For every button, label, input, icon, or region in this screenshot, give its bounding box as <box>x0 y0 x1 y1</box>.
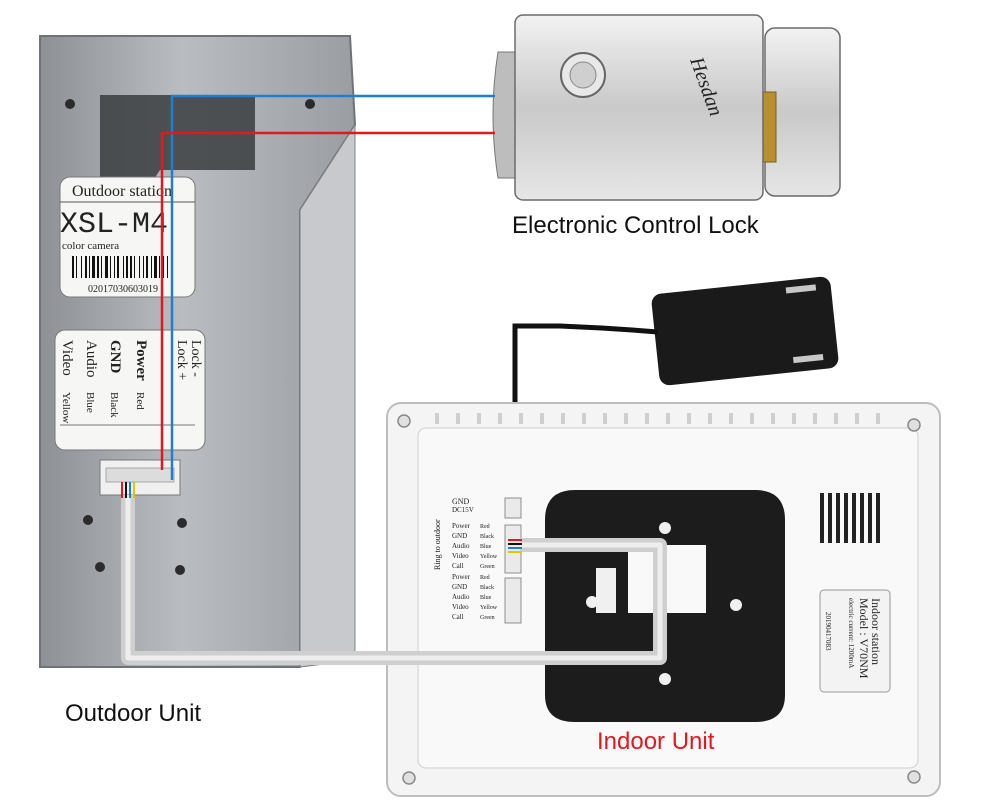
wiring <box>121 94 667 665</box>
indoor-terminal-color: Black <box>480 585 494 591</box>
terminal-audio: Audio <box>83 340 99 378</box>
screw-hole-icon <box>305 99 315 109</box>
lock-wire-blue <box>170 94 495 480</box>
indoor-terminal-color: Green <box>480 564 495 570</box>
terminal-power: Power <box>133 340 149 381</box>
terminal-color-black: Black <box>108 392 120 418</box>
bracket-hole-icon <box>659 522 671 534</box>
screw-hole-icon <box>83 515 93 525</box>
electronic-lock: Hesdan <box>492 14 841 201</box>
adapter-cord <box>512 323 659 498</box>
indoor-ring-connector-2 <box>504 577 522 624</box>
caption-outdoor-unit: Outdoor Unit <box>65 700 202 727</box>
bracket-hole-icon <box>730 599 742 611</box>
screw-hole-icon <box>65 99 75 109</box>
indoor-terminal-name: Video <box>452 603 469 611</box>
caption-indoor-unit: Indoor Unit <box>597 728 715 755</box>
outdoor-label-subtitle: color camera <box>62 240 119 252</box>
indoor-terminal-name: GND <box>452 583 467 591</box>
outdoor-unit: Outdoor station XSL-M4 color camera 0201… <box>39 35 357 668</box>
power-adapter <box>512 276 839 498</box>
mount-slot <box>100 95 255 185</box>
indoor-label-title: Indoor station <box>869 598 883 665</box>
bracket-hole-icon <box>659 673 671 685</box>
outdoor-terminal-label <box>54 329 206 451</box>
terminal-color-yellow: Yellow <box>60 392 72 423</box>
indoor-label-serial: 20190417083 <box>824 612 832 651</box>
indoor-terminal-color: Red <box>480 524 490 530</box>
outdoor-leads <box>121 482 135 498</box>
indoor-label-sticker <box>819 589 891 693</box>
indoor-label-current: electric current: 1200mA <box>847 598 855 668</box>
indoor-terminal-color: Blue <box>480 544 492 550</box>
indoor-terminal-name: Power <box>452 573 471 581</box>
indoor-label-model: Model : V70NM <box>857 598 871 679</box>
indoor-ring-label: Ring to outdoor <box>433 519 442 570</box>
indoor-terminal-name: Power <box>452 522 471 530</box>
indoor-gnd: GND <box>452 497 470 506</box>
barcode <box>72 256 168 278</box>
side-vent <box>820 493 880 543</box>
screw-icon <box>907 770 921 784</box>
terminal-gnd: GND <box>107 340 123 374</box>
indoor-terminal-name: Call <box>452 562 464 570</box>
terminal-video: Video <box>59 340 75 376</box>
indoor-terminal-color: Red <box>480 575 490 581</box>
indoor-terminal-name: GND <box>452 532 467 540</box>
indoor-terminal-color: Yellow <box>480 554 498 560</box>
screw-hole-icon <box>175 565 185 575</box>
indoor-terminal-color: Green <box>480 615 495 621</box>
indoor-terminal-color: Black <box>480 534 494 540</box>
screw-hole-icon <box>95 562 105 572</box>
adapter-plug-pin <box>792 353 824 364</box>
indoor-terminal-color: Blue <box>480 595 492 601</box>
indoor-terminal-name: Call <box>452 613 464 621</box>
terminal-lock-minus: Lock - <box>188 340 203 377</box>
outdoor-terminal-names: Lock + Lock - Power GND Audio Video Red … <box>59 340 203 423</box>
adapter-plug-pin <box>785 284 817 294</box>
screw-icon <box>397 414 411 428</box>
adapter-body <box>651 276 839 386</box>
outdoor-label-serial: 02017030603019 <box>88 284 158 295</box>
outdoor-label-title: Outdoor station <box>72 183 172 200</box>
screw-hole-icon <box>177 518 187 528</box>
indoor-terminal-name: Audio <box>452 542 470 550</box>
terminal-color-blue: Blue <box>84 392 96 413</box>
indoor-dc: DC15V <box>452 506 474 514</box>
indoor-terminal-name: Video <box>452 552 469 560</box>
outdoor-unit-side-rail <box>299 123 356 668</box>
indoor-dc-connector <box>504 497 522 519</box>
terminal-color-red: Red <box>134 392 146 410</box>
screw-icon <box>907 418 921 432</box>
top-vent <box>435 413 880 424</box>
indoor-leads <box>508 539 522 553</box>
indoor-terminal-color: Yellow <box>480 605 498 611</box>
screw-icon <box>402 771 416 785</box>
indoor-terminal-name: Audio <box>452 593 470 601</box>
caption-electronic-control-lock: Electronic Control Lock <box>512 212 759 239</box>
terminal-lock-plus: Lock + <box>174 340 189 380</box>
bracket-hole-icon <box>586 596 598 608</box>
outdoor-label-model: XSL-M4 <box>60 208 168 242</box>
lock-wire-red <box>160 131 495 470</box>
